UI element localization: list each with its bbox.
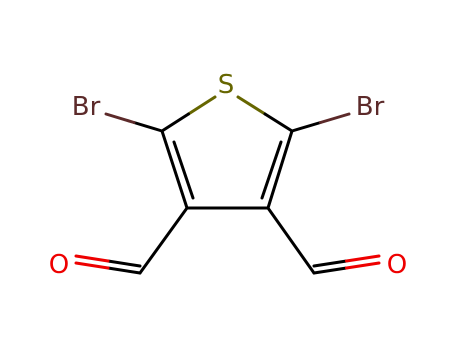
atom-s: S [218, 70, 235, 100]
atom-br-left: Br [72, 92, 101, 122]
bond-c3-cho-left [138, 206, 189, 275]
bonds-group [74, 95, 381, 275]
bond-c4-c5-inner [260, 140, 283, 200]
atom-labels-group: S Br Br O O [49, 70, 407, 280]
bond-s-c2-b [160, 112, 190, 133]
bond-c2-c3-outer [160, 129, 189, 210]
bond-co-left-2-a [106, 259, 142, 268]
bond-s-c5-b [263, 112, 294, 133]
atom-br-right: Br [356, 92, 385, 122]
bond-co-right-2-b [345, 254, 381, 263]
bond-s-c2-a [187, 95, 217, 116]
bond-co-right-1-a [312, 266, 348, 275]
bond-c4-cho-right [266, 206, 316, 275]
atom-o-right: O [387, 250, 407, 280]
bond-co-left-1-b [74, 261, 110, 270]
bond-co-left-2-b [74, 254, 110, 263]
bond-c2-br-left-b [104, 112, 136, 124]
bond-c2-c3-inner [172, 140, 195, 200]
bond-c5-br-right-b [319, 112, 351, 124]
bond-c4-c5-outer [266, 129, 294, 210]
bond-co-right-2-a [312, 259, 348, 268]
bond-s-c5-a [236, 95, 267, 116]
atom-o-left: O [49, 250, 69, 280]
bond-c2-br-left-a [132, 121, 164, 133]
bond-co-left-1-a [106, 266, 142, 275]
bond-co-right-1-b [345, 261, 381, 270]
bond-c5-br-right-a [290, 121, 322, 133]
